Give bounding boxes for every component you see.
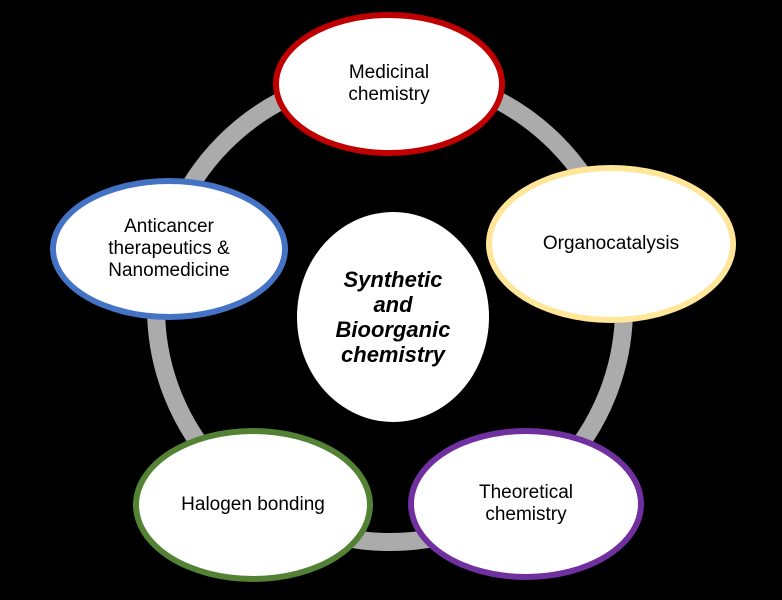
- node-medicinal-chemistry: Medicinal chemistry: [273, 12, 505, 156]
- label-line: Medicinal: [348, 62, 430, 83]
- label-line: chemistry: [348, 84, 430, 105]
- label-line: chemistry: [341, 342, 445, 367]
- node-anticancer-therapeutics-nanomedicine-label: Anticancer therapeutics & Nanomedicine: [108, 216, 229, 282]
- node-halogen-bonding: Halogen bonding: [133, 428, 373, 582]
- label-line: Nanomedicine: [108, 260, 230, 281]
- node-halogen-bonding-label: Halogen bonding: [181, 494, 325, 516]
- label-line: chemistry: [485, 504, 567, 525]
- node-theoretical-chemistry: Theoretical chemistry: [408, 428, 644, 580]
- node-medicinal-chemistry-label: Medicinal chemistry: [348, 62, 429, 106]
- node-synthetic-bioorganic-chemistry-label: Synthetic and Bioorganic chemistry: [336, 267, 451, 367]
- node-anticancer-therapeutics-nanomedicine: Anticancer therapeutics & Nanomedicine: [50, 178, 288, 320]
- label-line: Halogen bonding: [181, 494, 325, 515]
- label-line: therapeutics &: [108, 238, 230, 259]
- node-organocatalysis: Organocatalysis: [486, 165, 736, 323]
- node-synthetic-bioorganic-chemistry: Synthetic and Bioorganic chemistry: [297, 212, 489, 422]
- label-line: Theoretical: [479, 482, 573, 503]
- label-line: Bioorganic: [335, 317, 451, 342]
- node-organocatalysis-label: Organocatalysis: [543, 233, 679, 255]
- label-line: Synthetic: [343, 267, 443, 292]
- label-line: Organocatalysis: [542, 233, 680, 254]
- node-theoretical-chemistry-label: Theoretical chemistry: [479, 482, 573, 526]
- label-line: and: [373, 292, 413, 317]
- label-line: Anticancer: [124, 216, 214, 237]
